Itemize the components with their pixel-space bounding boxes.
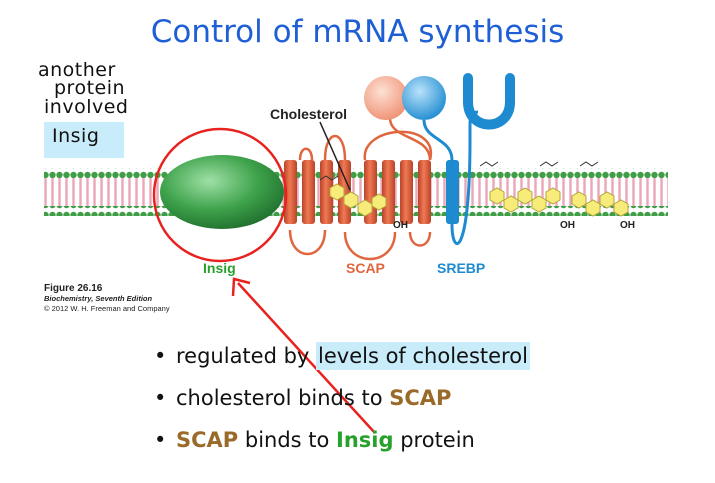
annotation-circle xyxy=(152,127,288,263)
oh-label-2: OH xyxy=(560,220,575,231)
bullet-text: cholesterol binds to xyxy=(176,386,390,410)
handwritten-note-line1: another xyxy=(38,59,116,81)
bullet-item: regulated by levels of cholesterol xyxy=(152,336,530,378)
cholesterol-molecules xyxy=(329,183,629,217)
srebp-label: SREBP xyxy=(437,260,485,276)
bullet-text: protein xyxy=(393,428,475,452)
handwritten-note-line2: protein xyxy=(54,77,126,99)
scap-transmembrane-helices xyxy=(284,160,431,224)
bullet-highlight: levels of cholesterol xyxy=(316,342,530,370)
bullet-insig: Insig xyxy=(336,428,394,452)
bullet-text: regulated by xyxy=(176,344,317,368)
scap-label: SCAP xyxy=(346,260,385,276)
oh-label-3: OH xyxy=(620,220,635,231)
insig-label: Insig xyxy=(203,260,236,276)
cholesterol-label: Cholesterol xyxy=(270,106,347,122)
cholesterol-tails xyxy=(319,161,599,181)
scap-stalk xyxy=(388,117,432,161)
bullet-scap: SCAP xyxy=(176,428,239,452)
oh-label-1: OH xyxy=(393,220,408,231)
bullet-item: SCAP binds to Insig protein xyxy=(152,420,530,462)
bullet-item: cholesterol binds to SCAP xyxy=(152,378,530,420)
insig-protein xyxy=(160,155,284,229)
handwritten-note-line3: involved xyxy=(44,96,129,118)
caption-copyright: © 2012 W. H. Freeman and Company xyxy=(44,304,170,313)
handwritten-insig: Insig xyxy=(52,125,100,147)
caption-figure-number: Figure 26.16 xyxy=(44,283,103,294)
membrane-bilayer xyxy=(44,168,668,216)
bullet-scap: SCAP xyxy=(389,386,452,410)
caption-book: Biochemistry, Seventh Edition xyxy=(44,294,153,303)
insig-highlight xyxy=(44,122,124,158)
figure-caption: Figure 26.16 Biochemistry, Seventh Editi… xyxy=(44,284,170,314)
srebp-protein xyxy=(402,73,515,246)
bullet-text: binds to xyxy=(238,428,337,452)
slide-title: Control of mRNA synthesis xyxy=(150,14,565,50)
bullet-list: regulated by levels of cholesterol chole… xyxy=(152,336,530,462)
scap-domain-ball xyxy=(364,76,408,120)
cholesterol-pointer xyxy=(319,121,351,191)
